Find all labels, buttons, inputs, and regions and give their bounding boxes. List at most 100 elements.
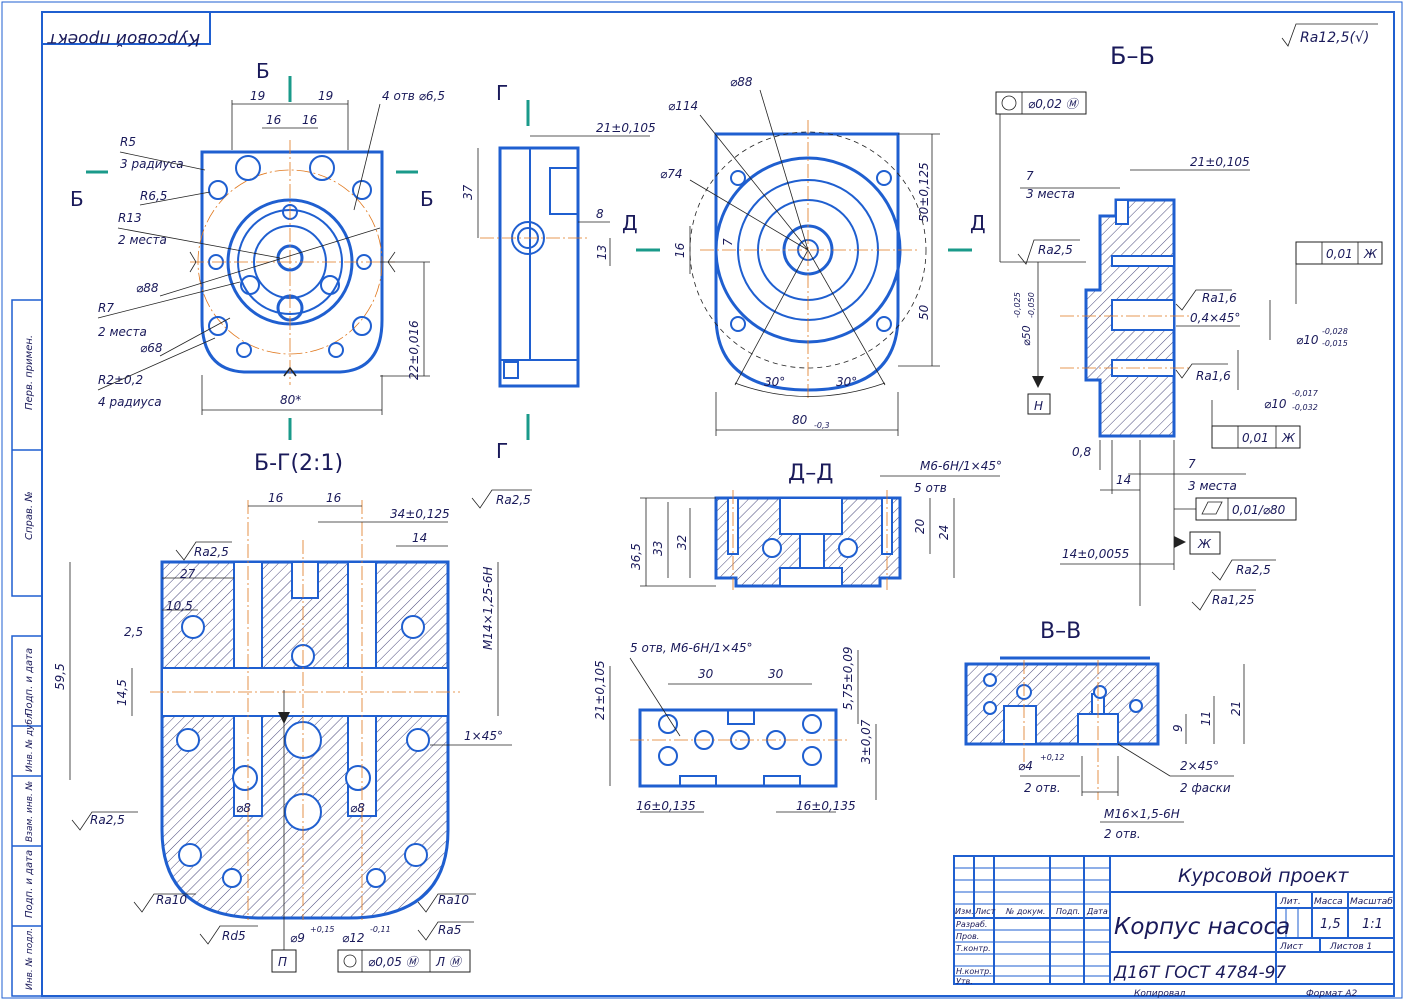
bg-dim-10-5: 10,5 [166,599,193,613]
dim-16c: 16 [673,242,687,258]
section-dd: Д–Д M6-6H/1×45° 5 отв 36,5 33 32 20 24 [629,459,1002,590]
bb-d50-lo: -0,050 [1027,292,1036,318]
cut-letter-b-right: Б [420,187,434,211]
bb-d50: ⌀50 [1020,325,1033,346]
bb-frame2-datum: Ж [1281,431,1296,445]
dim-37: 37 [461,184,475,200]
bg-rd5: Rd5 [222,929,246,943]
plan-dim-30a: 30 [698,667,714,681]
cut-letter-b-left: Б [70,187,84,211]
tb-sheet: Лист [1279,942,1304,952]
section-vv: В–В 9 11 21 ⌀4 +0,12 2 отв. 2×45° 2 фаск… [964,619,1245,841]
bb-dim-7: 7 [1026,169,1034,183]
side-label-sprav: Справ. № [24,491,35,540]
dim-2mesta-a: 2 места [118,233,167,247]
bb-chamfer: 0,4×45° [1190,311,1240,325]
tb-role-nkontr: Н.контр. [956,967,992,976]
side-label-dubl: Инв. № дубл. [25,710,35,772]
tb-lit: Лит. [1279,897,1301,907]
bb-d10b: ⌀10 [1264,397,1287,411]
bg-d9: ⌀9 [290,931,305,945]
bb-dim-7b: 7 [1188,457,1196,471]
side-label-podp1: Подп. и дата [24,648,35,716]
bb-dim-3mesta-b: 3 места [1188,479,1237,493]
general-roughness: Ra12,5(√) [1281,23,1378,47]
general-roughness-text: Ra12,5(√) [1300,30,1369,46]
vv-dim-2faski: 2 фаски [1180,781,1231,795]
bb-datum-zh: Ж [1197,537,1212,551]
tb-material: Д16Т ГОСТ 4784-97 [1113,963,1286,983]
bg-ra5: Ra5 [438,923,461,937]
bg-dim-14-5: 14,5 [115,679,129,706]
dim-d74: ⌀74 [660,167,683,181]
bg-dim-2-5: 2,5 [124,625,143,639]
view-back: ⌀114 ⌀88 ⌀74 16 7 50±0,125 50 30° 30° 80… [622,75,986,436]
dd-dim-5otv: 5 отв [914,481,947,495]
section-dd-label: Д–Д [788,461,833,486]
section-bb: Б–Б ⌀0,02 Ⓜ 7 3 места 21±0,105 Ra2,5 Н ⌀… [995,42,1383,611]
tb-row-data: Дата [1086,907,1108,916]
vv-dim-2otv-b: 2 отв. [1104,827,1141,841]
dim-50: 50 [917,304,931,320]
dim-8: 8 [596,207,604,221]
tb-mass-label: Масса [1314,897,1343,907]
bg-dim-chamfer: 1×45° [464,729,503,743]
bg-d12-tol: -0,11 [370,925,391,934]
dd-dim-24: 24 [937,525,951,540]
tb-role-tkontr: Т.контр. [956,944,991,953]
tb-scale: 1:1 [1362,917,1383,932]
bg-dim-14: 14 [412,531,427,545]
bg-dim-59-5: 59,5 [53,663,67,690]
dim-80b-tol: -0,3 [814,421,830,430]
cut-letter-b-top: Б [256,59,270,83]
vv-dim-d4: ⌀4 [1018,759,1033,773]
bg-dim-34: 34±0,125 [390,507,450,521]
bb-d10b-up: -0,017 [1292,389,1319,398]
bg-frame-tol: ⌀0,05 Ⓜ [368,955,420,969]
cut-letter-d-left: Д [622,211,638,235]
bg-ra25c: Ra2,5 [90,813,125,827]
bg-dim-16b: 16 [326,491,342,505]
top-stamp-text: Курсовой проект [46,29,200,49]
vv-dim-9: 9 [1171,724,1185,732]
plan-dim-3: 3±0,07 [859,719,873,764]
bg-d12: ⌀12 [342,931,365,945]
vv-dim-11: 11 [1199,711,1213,726]
section-bg-label: Б-Г(2:1) [254,451,343,476]
tb-role-utv: Утв. [956,977,973,986]
tb-role-razrab: Разраб. [956,920,987,929]
bg-dim-16a: 16 [268,491,284,505]
bg-datum-p: П [278,955,287,969]
dim-21-105: 21±0,105 [596,121,656,135]
dim-4rad: 4 радиуса [98,395,162,409]
section-vv-label: В–В [1040,619,1081,644]
dim-r13: R13 [118,211,142,225]
vv-dim-chamfer: 2×45° [1180,759,1219,773]
cut-letter-d-right: Д [970,211,986,235]
plan-dim-5-75: 5,75±0,09 [841,647,855,711]
dim-16b: 16 [302,113,318,127]
view-side: 21±0,105 37 8 13 Г Г [461,81,656,463]
dim-13: 13 [595,245,609,260]
dd-dim-m6: M6-6H/1×45° [920,459,1002,473]
bb-frame1-datum: Ж [1363,247,1378,261]
bb-ra16a: Ra1,6 [1202,291,1237,305]
cut-letter-g-bottom: Г [496,439,508,463]
bb-ra25: Ra2,5 [1038,243,1073,257]
tb-part-name: Корпус насоса [1114,914,1290,940]
side-label-vzam: Взам. инв. № [25,781,35,842]
tb-row-list: Лист [974,907,996,916]
bb-ra16b: Ra1,6 [1196,369,1231,383]
bb-datum-n: Н [1034,399,1043,413]
tb-mass: 1,5 [1320,917,1341,932]
dim-19b: 19 [318,89,333,103]
plan-dim-5otv: 5 отв, M6-6H/1×45° [630,641,752,655]
bb-frame2-tol: 0,01 [1242,431,1269,445]
dim-50-125: 50±0,125 [917,162,931,222]
dim-d114: ⌀114 [668,99,698,113]
dim-80: 80* [280,393,301,407]
dim-7c: 7 [721,238,735,246]
dim-2mesta-b: 2 места [98,325,147,339]
side-label-podp2: Подп. и дата [24,850,35,918]
